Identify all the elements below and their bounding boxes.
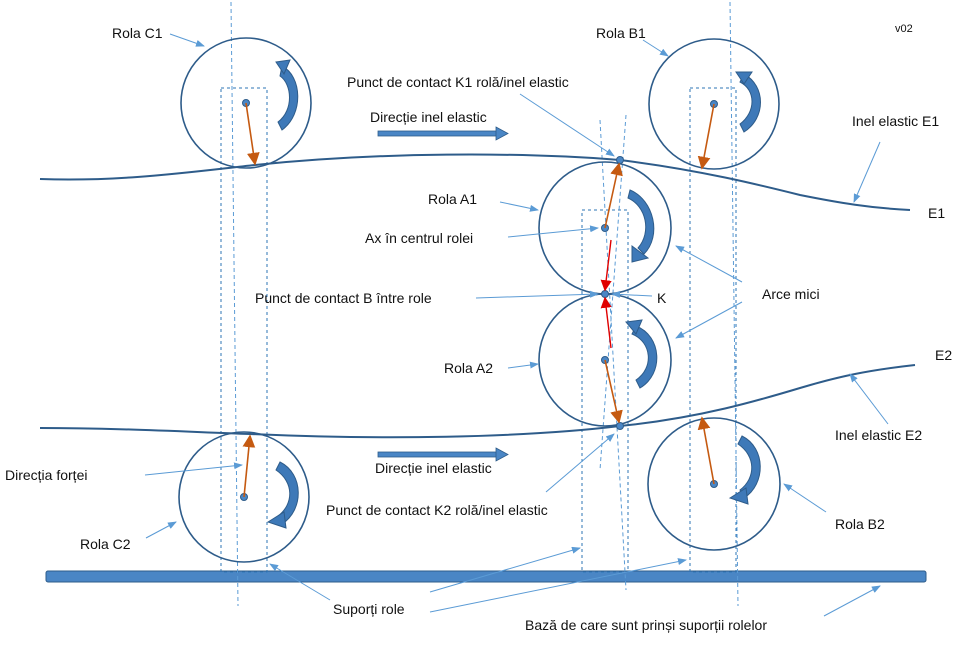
label-directia-fortei: Direcția forței (5, 467, 87, 483)
label-contact-k2: Punct de contact K2 rolă/inel elastic (326, 502, 548, 518)
leader-rola-a2 (507, 361, 539, 369)
leader-inel-e1 (853, 141, 881, 203)
force-arrow-a2 (604, 359, 623, 424)
ring-direction-arrow-bottom (377, 447, 509, 462)
force-arrow-a1 (604, 162, 623, 229)
roller-c1 (180, 37, 312, 169)
leader-ax-centru (507, 225, 599, 238)
label-e1: E1 (928, 205, 945, 221)
label-inel-e2: Inel elastic E2 (835, 427, 922, 443)
leader-contact-k1 (519, 93, 615, 157)
label-rola-c2: Rola C2 (80, 536, 131, 552)
contact-point-k2 (616, 422, 624, 430)
leader-suporti-a (429, 546, 581, 593)
rotation-arrow-c1 (275, 59, 299, 131)
rotation-arrow-a1 (627, 189, 655, 263)
label-rola-a2: Rola A2 (444, 360, 493, 376)
label-suporti-role: Suporți role (333, 601, 405, 617)
support-a (581, 209, 629, 573)
label-ax-centru: Ax în centrul rolei (365, 230, 473, 246)
label-contact-b: Punct de contact B între role (255, 290, 432, 306)
ring-direction-arrow-top (377, 126, 509, 141)
leader-rola-c2 (145, 521, 177, 539)
label-directie-jos: Direcție inel elastic (375, 460, 492, 476)
axis-line-b (729, 1, 739, 607)
rotation-arrow-b1 (735, 71, 761, 133)
rotation-arrow-a2 (625, 319, 658, 389)
roller-b2 (647, 417, 781, 551)
label-directie-sus: Direcție inel elastic (370, 109, 487, 125)
leader-rola-b2 (783, 483, 827, 513)
label-baza: Bază de care sunt prinși suporții rolelo… (525, 617, 767, 633)
support-c (220, 87, 268, 573)
label-rola-c1: Rola C1 (112, 25, 163, 41)
leader-contact-b (475, 290, 599, 299)
leader-arce-mici-top (675, 245, 743, 283)
leader-arce-mici-bottom (675, 301, 743, 339)
label-inel-e1: Inel elastic E1 (852, 113, 939, 129)
leader-contact-k2 (545, 433, 615, 493)
force-arrow-c1 (245, 102, 260, 166)
support-b (689, 87, 737, 573)
label-contact-k1: Punct de contact K1 rolă/inel elastic (347, 74, 569, 90)
force-arrow-c2 (242, 434, 256, 498)
leader-baza (823, 585, 881, 617)
leader-inel-e2 (849, 373, 889, 425)
label-rola-b2: Rola B2 (835, 516, 885, 532)
leader-rola-b1 (642, 39, 669, 57)
leader-rola-a1 (499, 201, 539, 212)
force-arrow-b-down (600, 296, 612, 349)
force-arrow-b1 (697, 103, 715, 170)
leader-directia-fortei (144, 462, 243, 476)
roller-b1 (648, 38, 780, 170)
ring-e1 (39, 153, 911, 211)
leader-k (611, 290, 653, 298)
rotation-arrow-c2 (266, 461, 299, 529)
ring-e2 (39, 364, 916, 439)
axis-line-a (599, 119, 627, 591)
contact-point-b (601, 290, 609, 298)
rotation-arrow-b2 (728, 435, 761, 505)
version-label: v02 (895, 23, 913, 35)
roller-c2 (178, 431, 310, 563)
label-e2: E2 (935, 347, 952, 363)
leader-suporti-c (269, 563, 331, 601)
label-rola-a1: Rola A1 (428, 191, 477, 207)
label-rola-b1: Rola B1 (596, 25, 646, 41)
label-arce-mici: Arce mici (762, 286, 820, 302)
leader-rola-c1 (169, 33, 205, 47)
force-arrow-b2 (697, 416, 715, 485)
label-k: K (657, 290, 667, 306)
leader-suporti-b (429, 558, 687, 613)
base-bar (45, 570, 927, 583)
contact-point-k1 (616, 156, 624, 164)
axis-line-c (230, 1, 239, 607)
force-arrow-b-up (600, 239, 612, 292)
